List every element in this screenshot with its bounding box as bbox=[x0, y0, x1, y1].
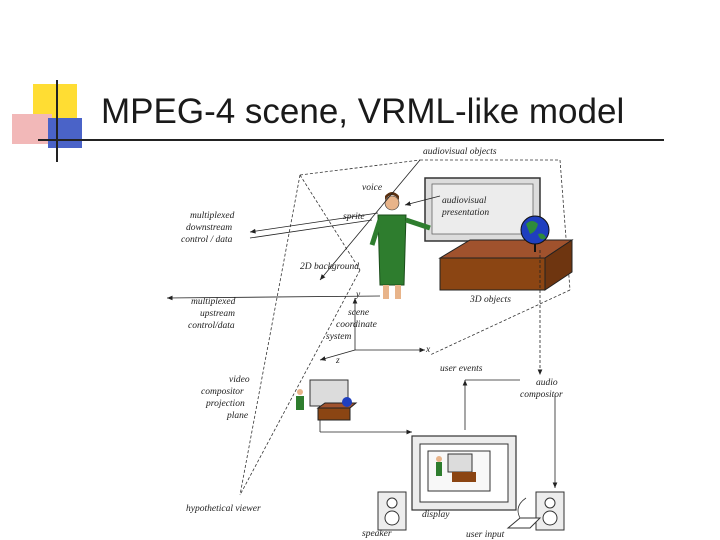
presenter-figure-icon bbox=[369, 192, 431, 299]
label-sprite: sprite bbox=[343, 212, 365, 222]
label-mux-up-1: multiplexed bbox=[191, 297, 236, 307]
label-voice: voice bbox=[362, 183, 382, 193]
label-axis-z: z bbox=[335, 356, 340, 366]
label-video-comp-1: video bbox=[229, 375, 250, 385]
scene-boundary-lines bbox=[239, 159, 571, 496]
label-video-comp-4: plane bbox=[226, 411, 248, 421]
display-monitor bbox=[411, 435, 517, 511]
speaker-left-icon bbox=[377, 491, 407, 531]
scene-coordinate-axes bbox=[319, 298, 425, 361]
label-hypothetical-viewer: hypothetical viewer bbox=[186, 504, 261, 514]
label-scene-coord-3: system bbox=[326, 332, 351, 342]
label-mux-down-3: control / data bbox=[181, 235, 233, 245]
label-video-comp-3: projection bbox=[205, 399, 245, 409]
label-3d-objects: 3D objects bbox=[469, 295, 511, 305]
desk bbox=[438, 239, 574, 291]
title-underline bbox=[38, 139, 664, 141]
logo-vertical-line bbox=[56, 80, 58, 162]
speaker-right-icon bbox=[535, 491, 565, 531]
label-mux-up-2: upstream bbox=[200, 309, 235, 319]
label-mux-down-1: multiplexed bbox=[190, 211, 235, 221]
video-compositor-mini-scene bbox=[296, 379, 358, 421]
label-mux-down-2: downstream bbox=[186, 223, 232, 233]
label-scene-coord-1: scene bbox=[348, 308, 369, 318]
label-2d-background: 2D background bbox=[300, 262, 359, 272]
label-audiovisual-objects: audiovisual objects bbox=[423, 147, 497, 157]
label-axis-y: y bbox=[355, 290, 361, 300]
label-mux-up-3: control/data bbox=[188, 321, 235, 331]
label-audio-compositor-1: audio bbox=[536, 378, 558, 388]
label-audio-compositor-2: compositor bbox=[520, 390, 563, 400]
keyboard-icon bbox=[506, 497, 542, 529]
logo-blue-square bbox=[48, 118, 82, 148]
label-display: display bbox=[422, 510, 450, 520]
label-scene-coord-2: coordinate bbox=[336, 320, 377, 330]
globe-icon bbox=[520, 215, 550, 252]
label-video-comp-2: compositor bbox=[201, 387, 244, 397]
label-speaker: speaker bbox=[362, 529, 392, 539]
slide-title: MPEG-4 scene, VRML-like model bbox=[101, 92, 625, 131]
label-user-input: user input bbox=[466, 530, 505, 540]
label-axis-x: x bbox=[425, 345, 431, 355]
label-av-presentation-2: presentation bbox=[441, 208, 489, 218]
label-user-events: user events bbox=[440, 364, 483, 374]
label-av-presentation-1: audiovisual bbox=[442, 196, 487, 206]
data-flow-arrows bbox=[166, 159, 441, 301]
